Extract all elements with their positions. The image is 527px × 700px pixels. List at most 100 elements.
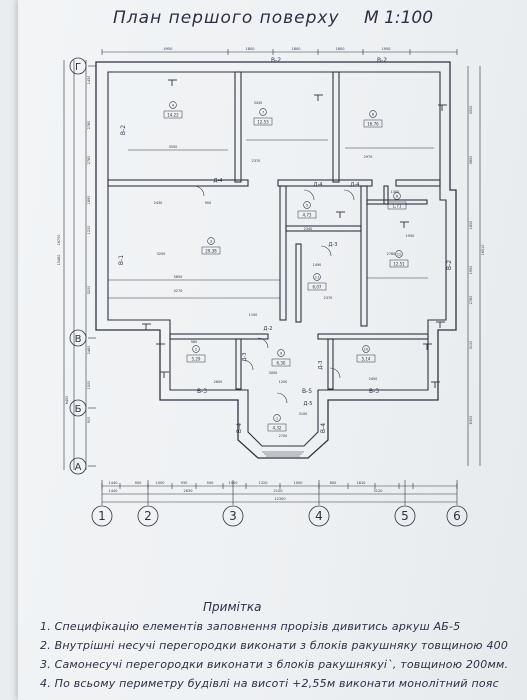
dim-text-interior: 900: [205, 201, 211, 205]
dim-text-interior: 2450: [369, 377, 378, 381]
room-area-box: [387, 201, 407, 210]
room-area: 16,76: [367, 122, 379, 127]
dim-text-right: 1950: [469, 266, 473, 275]
wall-6: [383, 185, 389, 205]
note-4: 4. По всьому периметру будівлі на висоті…: [40, 677, 499, 690]
axis-number-label: 3: [229, 509, 237, 523]
dim-text-left: 2780: [87, 156, 91, 165]
room-area: 29,38: [205, 249, 217, 254]
axis-bubble-number: [137, 505, 159, 527]
dim-text-bottom-1: 1320: [259, 481, 268, 485]
dim-text-interior: 1200: [279, 380, 288, 384]
wall-hall-left: [279, 185, 287, 321]
dim-text-bottom-1: 930: [181, 481, 188, 485]
dim-text-bottom-2: 1440: [109, 489, 118, 493]
wall-mark: В-4: [320, 423, 327, 433]
room-number-circle: [393, 192, 401, 200]
door-swing-arc: [257, 337, 269, 349]
plan-scale: М 1:100: [364, 8, 434, 28]
dim-text-left: 3200: [87, 286, 91, 295]
dim-text-left: 1200: [87, 226, 91, 235]
dim-text-bottom-1: 900: [135, 481, 142, 485]
room-number-circle: [259, 108, 267, 116]
axis-number-label: 1: [98, 509, 106, 523]
wall-mark: В-2: [377, 57, 387, 64]
dim-text-interior: 3430: [254, 101, 263, 105]
room-number: 5: [306, 203, 308, 207]
wall-12-top: [366, 199, 428, 205]
dim-text-top: 1800: [336, 47, 345, 51]
room-area-box: [363, 119, 383, 128]
room-number-circle: [395, 250, 403, 258]
dim-text-interior: 2780: [387, 252, 396, 256]
dim-text-interior: 1300: [391, 190, 400, 194]
room-area-box: [356, 354, 376, 363]
room-number-circle: [277, 349, 285, 357]
dim-text-interior: 2370: [252, 159, 261, 163]
dim-text-left: 16700: [57, 235, 61, 246]
dim-text-interior: 980: [191, 340, 197, 344]
dim-text-interior: 2600: [214, 380, 223, 384]
door-swing-arc: [320, 245, 332, 257]
note-2: 2. Внутрішні несучі перегородки виконати…: [40, 639, 509, 652]
door-mark: Д-3: [318, 361, 324, 370]
room-area: 4,32: [273, 426, 282, 431]
dim-text-interior: 3000: [269, 371, 278, 375]
door-mark: Д-4: [314, 182, 323, 188]
room-area: 12,53: [257, 120, 269, 125]
dim-text-top: 4950: [164, 47, 173, 51]
wall-row-2-left: [107, 179, 249, 187]
room-area-box: [253, 117, 273, 126]
room-number: 9: [280, 351, 283, 355]
room-area-box: [307, 282, 327, 291]
dim-text-interior: 2970: [364, 155, 373, 159]
door-swing-arc: [303, 189, 315, 201]
dim-text-right: 1800: [469, 221, 473, 230]
dim-text-left: 2480: [87, 346, 91, 355]
room-area-box: [389, 259, 409, 268]
dim-text-left: 6450: [65, 396, 69, 405]
dim-text-bottom-1: 1900: [229, 481, 238, 485]
axis-bubble-number: [308, 505, 330, 527]
axis-letter-label: Б: [75, 404, 82, 415]
wall-south-left: [169, 333, 269, 340]
notes-heading: Примітка: [203, 600, 262, 614]
room-number-circle: [362, 345, 370, 353]
dim-text-left: 1890: [87, 196, 91, 205]
axis-bubble-number: [91, 505, 113, 527]
dim-text-left: 2780: [87, 121, 91, 130]
axis-bubble-number: [446, 505, 468, 527]
dim-text-interior: 2370: [324, 296, 333, 300]
dim-text-left: 15460: [57, 255, 61, 266]
room-area: 6,07: [313, 285, 322, 290]
note-3: 3. Самонесучі перегородки виконати з бло…: [40, 658, 509, 671]
dim-text-bottom-1: 1810: [357, 481, 366, 485]
door-swing-arc: [242, 359, 254, 371]
axis-number-label: 6: [453, 509, 461, 523]
room-number-circle: [207, 237, 215, 245]
door-swing-arc: [193, 185, 205, 197]
room-number: 11: [315, 275, 320, 279]
room-number: 3: [210, 239, 212, 243]
door-swing-arc: [329, 367, 341, 379]
room-area: 5,29: [192, 357, 201, 362]
dim-text-interior: 2700: [279, 434, 288, 438]
dim-text-left: 1430: [87, 76, 91, 85]
dim-text-bottom-total: 12300: [274, 497, 285, 501]
dim-text-interior: 1490: [313, 263, 322, 267]
wall-mark: В-3: [197, 388, 207, 395]
dim-text-top: 1950: [382, 47, 391, 51]
room-number: 10: [364, 347, 369, 351]
room-area-box: [186, 354, 206, 363]
dim-text-left: 900: [87, 417, 91, 423]
wall-9-10: [327, 338, 334, 390]
room-area: 5,14: [362, 357, 371, 362]
wall-hall-5: [285, 225, 362, 232]
door-mark: Д-2: [264, 326, 273, 332]
dim-text-bottom-1: 1440: [109, 481, 118, 485]
dim-text-top: 1800: [246, 47, 255, 51]
wall-mark: В-5: [302, 388, 312, 395]
axis-letter-label: Г: [75, 62, 81, 73]
